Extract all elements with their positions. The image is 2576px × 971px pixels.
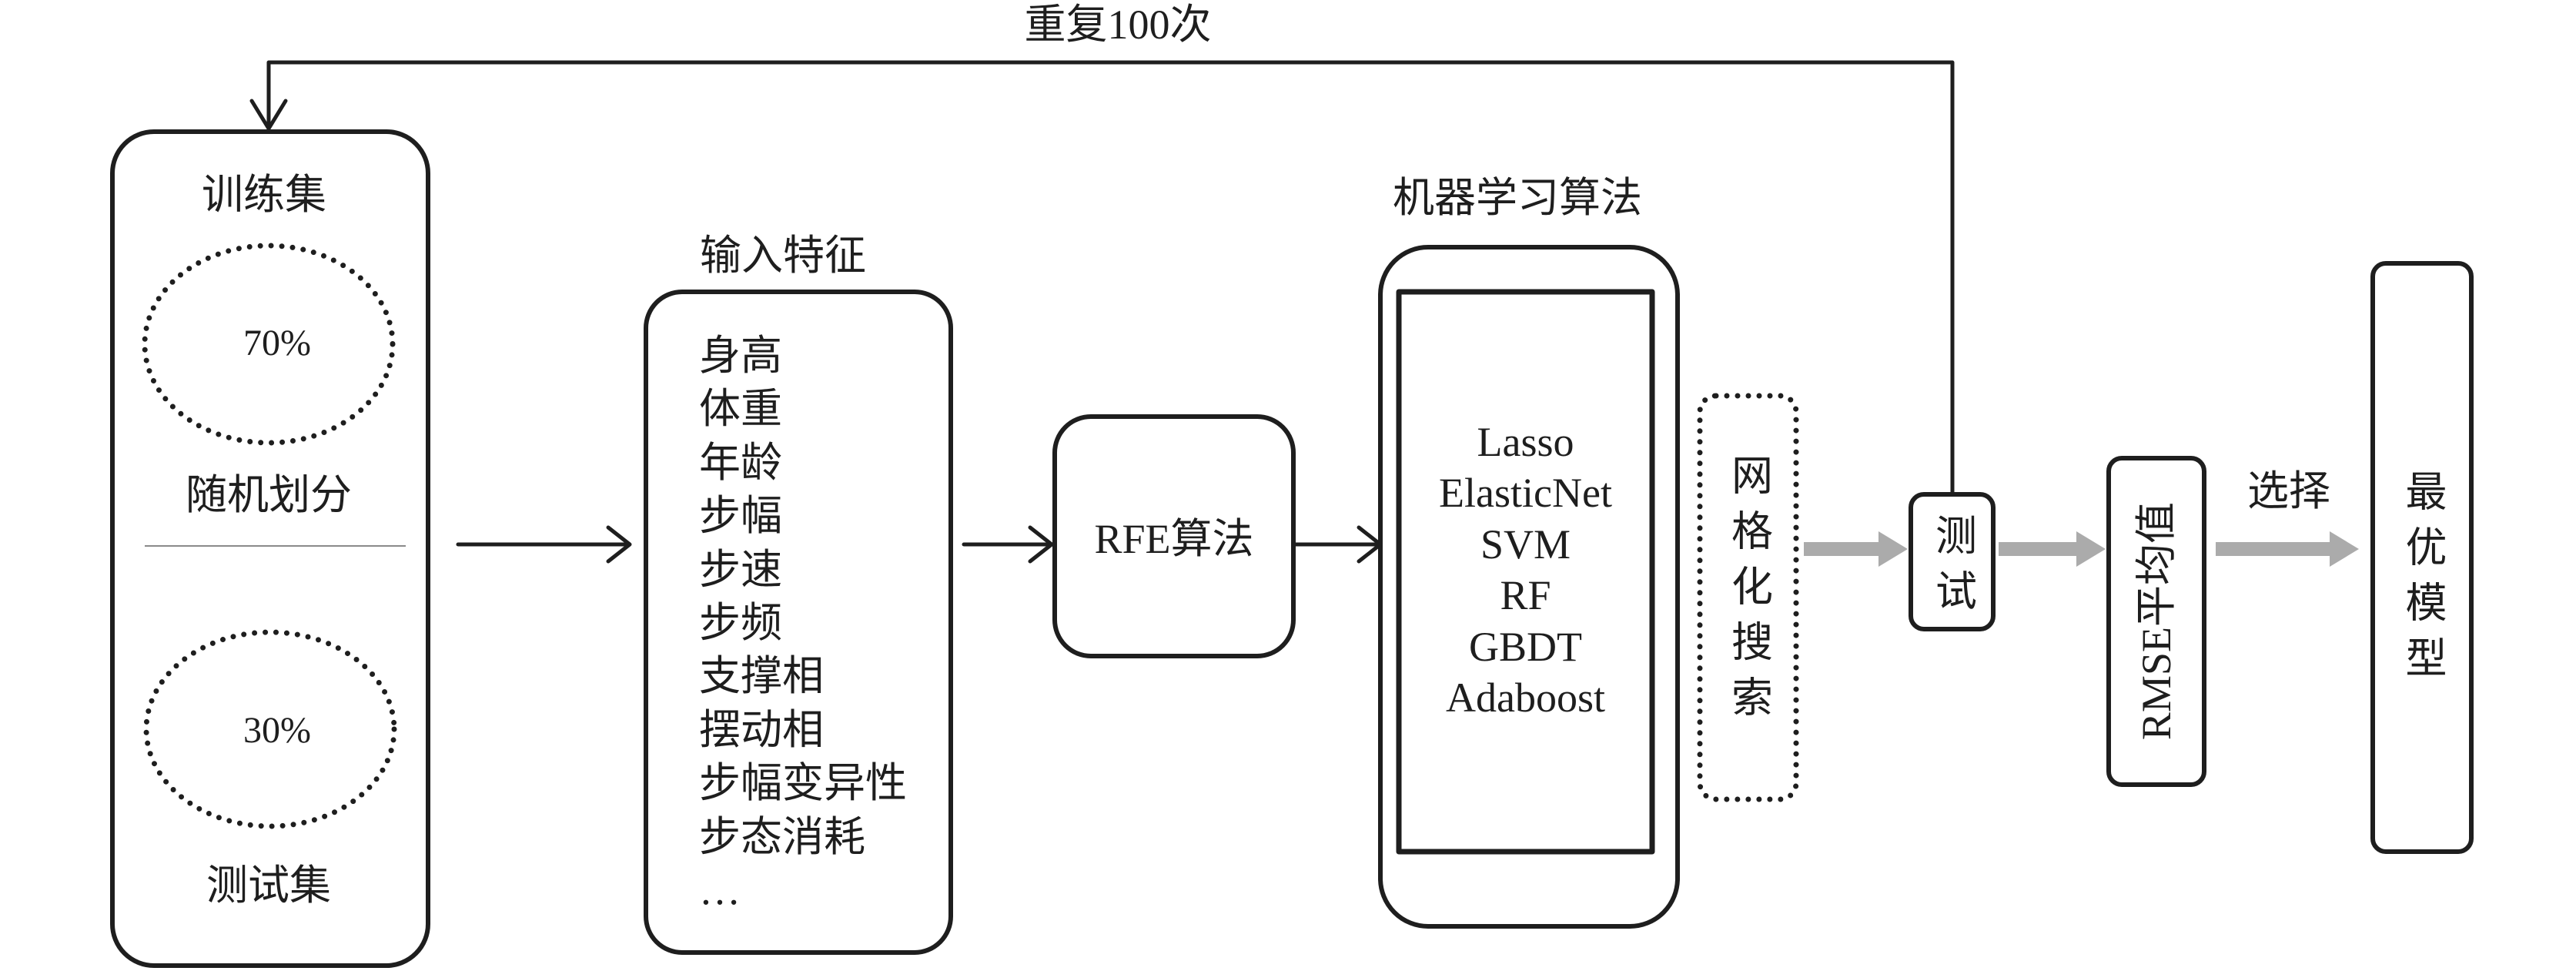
features-title: 输入特征 bbox=[700, 233, 866, 279]
ml-algorithm-item: Adaboost bbox=[1446, 674, 1605, 721]
feature-item: 年龄 bbox=[699, 439, 782, 486]
ml-algorithm-item: Lasso bbox=[1477, 419, 1574, 465]
arrow-rmse-to-best bbox=[2216, 531, 2359, 567]
best-model-box bbox=[2370, 261, 2474, 854]
feature-list: 身高 体重 年龄 步幅 步速 步频 支撑相 摆动相 步幅变异性 步态消耗 … bbox=[699, 330, 907, 917]
feature-item: 身高 bbox=[699, 333, 782, 379]
repeat-loop-arrowhead bbox=[249, 99, 288, 131]
arrow-test-to-rmse bbox=[1999, 531, 2106, 567]
feature-item: 步速 bbox=[699, 546, 782, 593]
ml-algorithm-item: GBDT bbox=[1469, 623, 1582, 670]
rmse-box bbox=[2106, 456, 2206, 787]
feature-item: 支撑相 bbox=[699, 653, 824, 700]
rfe-box bbox=[1052, 414, 1296, 658]
arrow-grid-to-test bbox=[1804, 531, 1908, 567]
grid-search-text-area: 网格化搜索 bbox=[1700, 396, 1796, 799]
train-share-label: 70% bbox=[243, 323, 311, 363]
train-share-ellipse bbox=[142, 243, 396, 446]
features-box bbox=[644, 290, 953, 955]
grid-search-label: 网格化搜索 bbox=[1725, 454, 1771, 731]
rfe-label: RFE算法 bbox=[1094, 516, 1254, 562]
test-box bbox=[1909, 492, 1996, 631]
feature-item: 步幅变异性 bbox=[699, 760, 907, 807]
random-split-label: 随机划分 bbox=[186, 472, 352, 518]
arrow-dataset-to-features-head bbox=[606, 525, 632, 564]
train-set-label: 训练集 bbox=[202, 172, 326, 218]
best-model-label: 最优模型 bbox=[2399, 470, 2445, 691]
ml-inner-box bbox=[1396, 289, 1655, 855]
test-share-ellipse bbox=[143, 629, 397, 829]
feature-item: 步频 bbox=[699, 599, 782, 646]
repeat-loop-line bbox=[266, 60, 1955, 497]
arrow-features-to-rfe-head bbox=[1028, 525, 1054, 564]
feature-item-ellipsis: … bbox=[699, 866, 741, 913]
rmse-label: RMSE平均值 bbox=[2133, 502, 2180, 741]
feature-item: 体重 bbox=[699, 386, 782, 433]
best-model-text-area: 最优模型 bbox=[2373, 263, 2471, 852]
repeat-loop-label: 重复100次 bbox=[1024, 2, 1212, 48]
test-text-area: 测试 bbox=[1911, 494, 1993, 629]
feature-item: 步幅 bbox=[699, 493, 782, 540]
grid-search-box bbox=[1697, 393, 1799, 802]
test-label: 测试 bbox=[1929, 513, 1975, 624]
ml-algorithm-item: SVM bbox=[1480, 521, 1571, 568]
test-share-label: 30% bbox=[243, 710, 311, 751]
ml-algorithm-item: RF bbox=[1500, 572, 1551, 619]
feature-item: 摆动相 bbox=[699, 706, 824, 753]
selection-label: 选择 bbox=[2247, 468, 2330, 514]
ml-algorithm-list: Lasso ElasticNet SVM RF GBDT Adaboost bbox=[1399, 417, 1652, 723]
ml-title: 机器学习算法 bbox=[1393, 175, 1642, 221]
ml-outer-box bbox=[1378, 245, 1680, 929]
dataset-box bbox=[110, 129, 430, 968]
rmse-text-area: RMSE平均值 bbox=[2109, 458, 2204, 785]
test-set-label: 测试集 bbox=[206, 862, 331, 909]
ml-algorithm-item: ElasticNet bbox=[1439, 470, 1612, 517]
feature-item: 步态消耗 bbox=[699, 813, 865, 860]
